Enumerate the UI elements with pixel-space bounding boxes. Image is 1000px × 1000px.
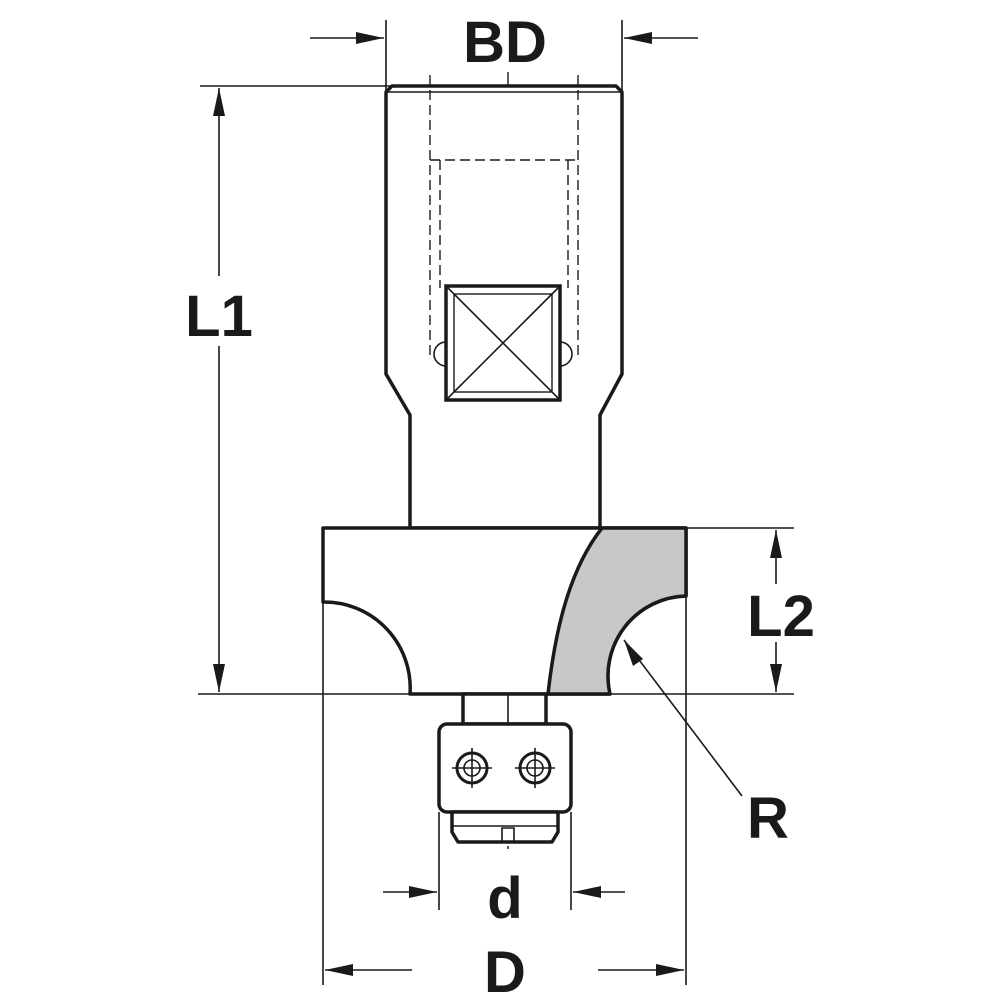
cutting-edge <box>546 526 688 696</box>
dimension-r <box>623 639 743 797</box>
square-drive <box>433 284 573 402</box>
label-l1: L1 <box>185 284 253 349</box>
label-bd: BD <box>463 10 547 75</box>
bearing <box>437 692 573 844</box>
label-r: R <box>747 786 789 851</box>
dimension-bd <box>310 20 698 92</box>
dimension-l2 <box>548 527 794 695</box>
dimension-l1 <box>176 85 410 695</box>
dimension-d-bearing <box>383 812 625 910</box>
bearing-screw-right <box>515 748 555 788</box>
label-d-cutter: D <box>484 940 526 1000</box>
dimension-d-cutter <box>322 596 687 985</box>
bearing-screw-left <box>452 748 492 788</box>
label-d-bearing: d <box>487 866 522 931</box>
label-l2: L2 <box>747 584 815 649</box>
